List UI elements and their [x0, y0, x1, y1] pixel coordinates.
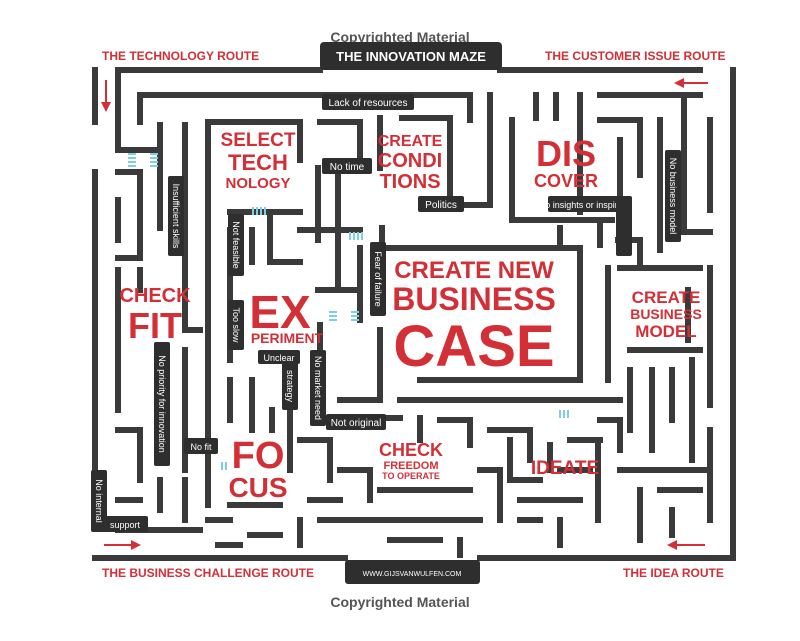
stage-select-technology-2: TECH: [228, 150, 288, 175]
obstacle-lack-of-resources: Lack of resources: [329, 98, 408, 109]
arrow-technology-entrance: [101, 80, 111, 112]
arrow-customer-entrance: [674, 78, 708, 88]
stage-business-case-1: CREATE NEW: [394, 257, 554, 284]
stage-discover-2: COVER: [534, 171, 598, 191]
title-plate: [320, 42, 502, 70]
stage-check-freedom-3: TO OPERATE: [382, 471, 440, 481]
obstacle-politics: Politics: [425, 200, 457, 211]
stage-check-freedom-2: FREEDOM: [384, 460, 439, 472]
stage-experiment-2: PERIMENT: [251, 330, 324, 346]
obstacle-not-feasible: Not feasible: [231, 221, 241, 269]
stage-create-conditions-2: CONDI: [378, 150, 442, 172]
obstacle-support: support: [110, 520, 141, 530]
route-idea: THE IDEA ROUTE: [623, 566, 724, 580]
stage-business-model-1: CREATE: [632, 288, 701, 307]
obstacle-unclear: Unclear: [263, 353, 294, 363]
stage-experiment-1: EX: [249, 286, 311, 338]
stage-check-freedom-1: CHECK: [379, 440, 443, 460]
website-plate: [345, 560, 480, 584]
route-business-challenge: THE BUSINESS CHALLENGE ROUTE: [102, 566, 314, 580]
route-technology: THE TECHNOLOGY ROUTE: [102, 49, 259, 63]
obstacle-no-market-need: No market need: [313, 356, 323, 420]
stage-create-conditions-1: CREATE: [378, 133, 443, 150]
stage-select-technology-1: SELECT: [221, 130, 296, 151]
obstacle-no-insights: No insights or inspiration: [539, 200, 638, 210]
obstacle-no-internal: No internal: [94, 479, 104, 523]
obstacle-no-time: No time: [330, 162, 365, 173]
obstacle-strategy: strategy: [285, 370, 295, 403]
maze-gates: [128, 153, 569, 470]
obstacle-insufficient-skills: Insufficient skills: [171, 184, 181, 249]
obstacle-not-original: Not original: [331, 418, 382, 429]
route-customer-issue: THE CUSTOMER ISSUE ROUTE: [545, 49, 725, 63]
watermark-bottom: Copyrighted Material: [330, 594, 469, 610]
stage-business-model-3: MODEL: [635, 322, 696, 341]
maze-title: THE INNOVATION MAZE: [336, 49, 486, 64]
stage-ideate: IDEATE: [531, 458, 599, 479]
stage-select-technology-3: NOLOGY: [225, 175, 290, 192]
stage-discover-1: DIS: [536, 133, 596, 174]
obstacle-too-slow: Too slow: [231, 307, 241, 343]
stage-check-fit-2: FIT: [128, 305, 182, 346]
stage-check-fit-1: CHECK: [119, 285, 191, 307]
stage-focus-1: FO: [232, 435, 285, 477]
arrow-idea-entrance: [667, 540, 705, 550]
watermark-top: Copyrighted Material: [330, 29, 469, 45]
obstacle-no-priority: No priority for innovation: [157, 355, 167, 453]
arrow-business-challenge-entrance: [104, 540, 141, 550]
stage-business-model-2: BUSINESS: [630, 306, 702, 322]
stage-business-case-2: BUSINESS: [392, 281, 556, 317]
stage-create-conditions-3: TIONS: [379, 171, 440, 193]
obstacle-no-business-model: No business model: [668, 158, 678, 235]
stage-focus-2: CUS: [228, 472, 287, 503]
stage-business-case-3: CASE: [393, 314, 554, 379]
obstacle-fear-of-failure: Fear of failure: [373, 251, 383, 307]
obstacle-no-fit: No fit: [190, 442, 212, 452]
website-url: WWW.GIJSVANWULFEN.COM: [363, 571, 462, 578]
obstacle-tags: Lack of resources No time Politics No in…: [91, 94, 681, 532]
